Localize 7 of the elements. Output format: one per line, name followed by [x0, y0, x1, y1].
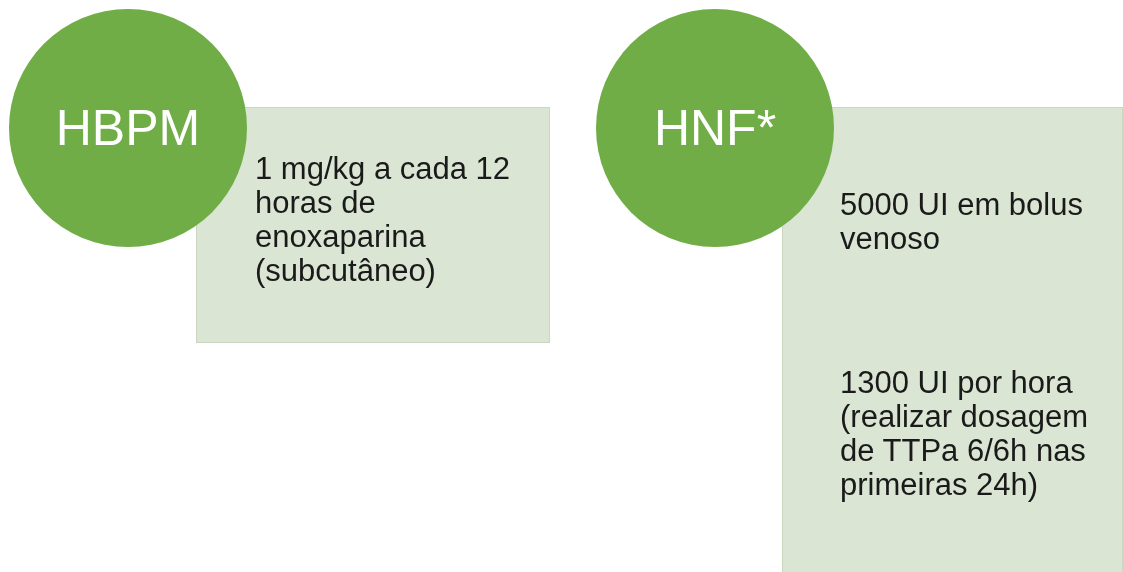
badge-label: HBPM — [55, 103, 201, 153]
badge-label: HNF* — [653, 103, 777, 153]
text-panel — [196, 107, 550, 343]
panel-text: 1300 UI por hora (realizar dosagem de TTPa 6/6h nas primeiras 24h) — [840, 366, 1090, 502]
text-panel — [782, 107, 1123, 572]
panel-text: 5000 UI em bolus venoso — [840, 188, 1084, 256]
panel-text: 1 mg/kg a cada 12 horas de enoxaparina (subcutâneo) — [255, 152, 512, 288]
